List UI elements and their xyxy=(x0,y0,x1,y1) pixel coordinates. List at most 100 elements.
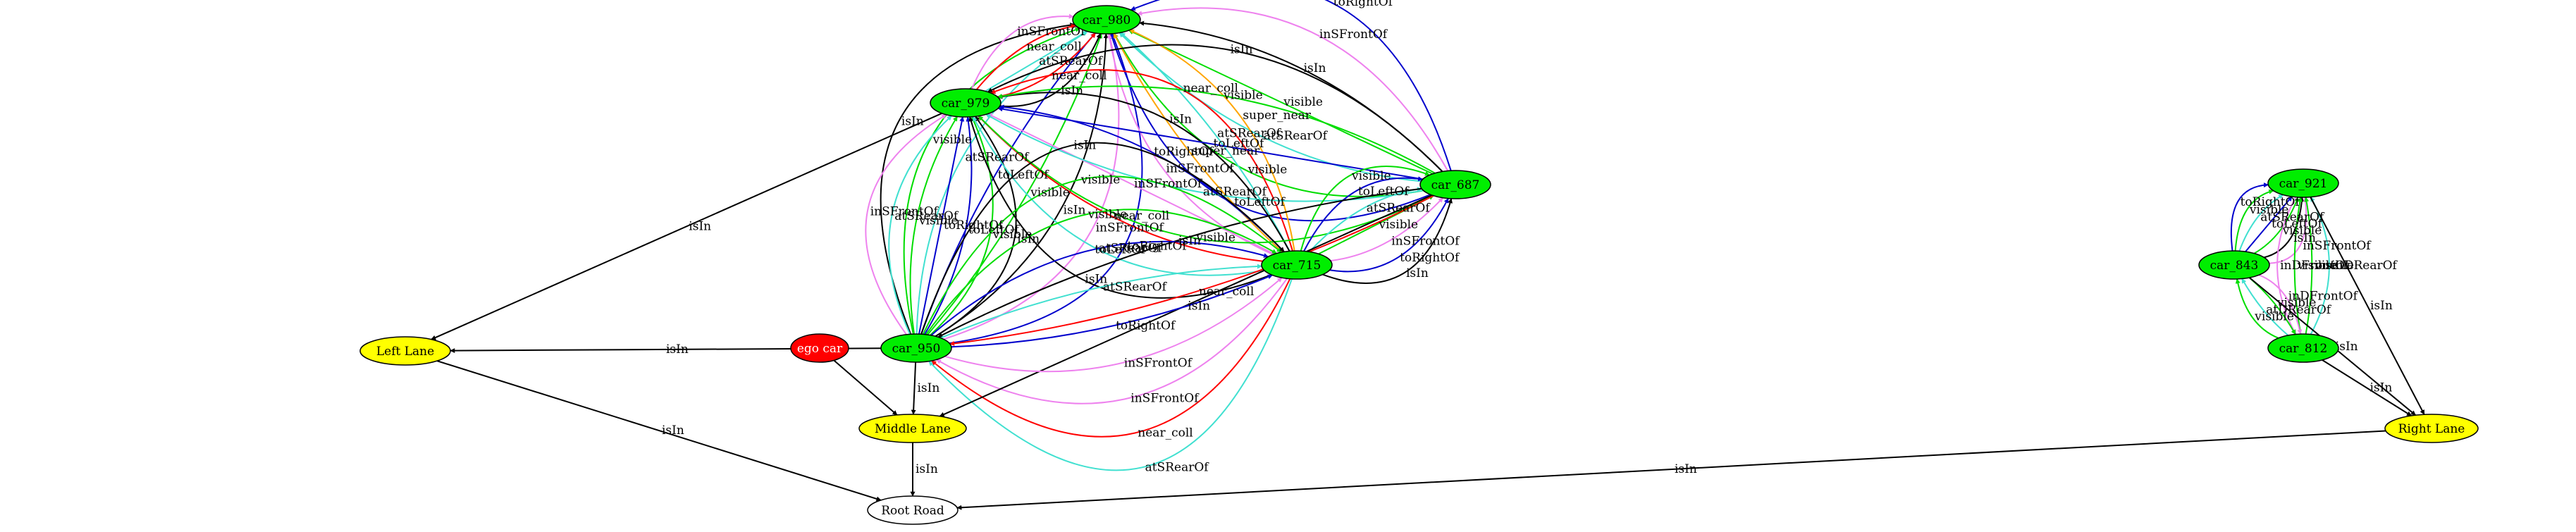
edge-visible-car_687-to-car_980 xyxy=(1128,30,1434,175)
edge-label-isin: isIn xyxy=(1178,234,1201,248)
edge-atsrearof-car_687-to-car_979 xyxy=(985,113,1424,202)
node-car-950: car_950 xyxy=(880,333,952,363)
edge-label-visible: visible xyxy=(2314,259,2354,273)
edge-label-visible: visible xyxy=(932,132,973,147)
edge-label-insfrontof: inSFrontOf xyxy=(1096,221,1165,235)
edge-toleftof-car_715-to-car_687 xyxy=(1303,176,1424,252)
edge-atsrearof-car_950-to-car_979 xyxy=(888,115,952,335)
edge-atsrearof-car_950-to-car_980 xyxy=(916,30,1088,335)
node-car-980: car_980 xyxy=(1072,5,1141,35)
edge-label-insfrontof: inSFrontOf xyxy=(1319,27,1388,42)
edge-isin-car_715-to-car_979 xyxy=(968,116,1272,299)
edge-isin-car_950-to-car_979 xyxy=(935,116,1017,338)
edge-label-isin: isIn xyxy=(2293,231,2316,245)
node-shape xyxy=(359,336,451,366)
edge-visible-car_687-to-car_979 xyxy=(978,115,1434,244)
edge-isin-left_lane-to-root_road xyxy=(436,360,882,502)
edge-insfrontof-car_715-to-car_979 xyxy=(987,113,1275,255)
edge-insfrontof-car_715-to-car_687 xyxy=(1330,197,1444,262)
edge-insfrontof-car_715-to-car_950 xyxy=(936,278,1288,404)
edge-isin-right_lane-to-root_road xyxy=(956,430,2386,510)
edge-label-atsrearof: atSRearOf xyxy=(2260,210,2325,224)
edge-label-super-near: super_near xyxy=(1192,144,1260,159)
edge-isin-car_979-to-left_lane xyxy=(431,112,942,340)
edge-atsrearof-car_843-to-car_921 xyxy=(2238,194,2284,252)
edge-label-toleftof: toLeftOf xyxy=(968,223,1020,237)
edge-label-visible: visible xyxy=(918,214,959,228)
edge-isin-car_979-to-car_980 xyxy=(999,33,1102,108)
node-car-715: car_715 xyxy=(1261,250,1333,280)
node-shape xyxy=(858,414,967,443)
edge-visible-car_950-to-car_715 xyxy=(922,175,1282,335)
edge-label-torightof: toRightOf xyxy=(2241,195,2301,209)
edge-label-insfrontof: inSFrontOf xyxy=(870,205,939,219)
edge-label-visible: visible xyxy=(2249,203,2289,217)
edge-label-isin: isIn xyxy=(1085,272,1107,286)
edge-label-atsrearof: atSRearOf xyxy=(1203,185,1268,199)
edge-near-coll-car_715-to-car_979 xyxy=(990,69,1293,252)
edge-label-isin: isIn xyxy=(2370,299,2393,313)
node-label: car_715 xyxy=(1273,259,1321,273)
edge-label-isin: isIn xyxy=(1188,299,1210,313)
edge-visible-car_950-to-car_715 xyxy=(925,209,1277,335)
edge-label-torightof: toRightOf xyxy=(1400,251,1460,265)
edge-label-near-coll: near_coll xyxy=(1114,209,1169,223)
edge-label-near-coll: near_coll xyxy=(1199,285,1254,299)
edge-label-isin: isIn xyxy=(1017,233,1040,247)
node-shape xyxy=(2198,250,2270,280)
edge-label-visible: visible xyxy=(1247,163,1288,177)
edge-visible-car_950-to-car_979 xyxy=(909,116,959,335)
edge-isin-car_687-to-car_979 xyxy=(987,44,1443,173)
node-shape xyxy=(930,88,1002,118)
edge-near-coll-car_687-to-car_950 xyxy=(949,194,1434,346)
edge-label-near-coll: near_coll xyxy=(1138,426,1193,440)
node-label: car_979 xyxy=(942,97,990,111)
node-car-812: car_812 xyxy=(2267,333,2339,363)
node-label: Right Lane xyxy=(2398,422,2465,436)
edge-label-visible: visible xyxy=(2282,224,2322,238)
node-ego-car: ego car xyxy=(790,333,849,363)
edge-label-toleftof: toLeftOf xyxy=(1234,195,1286,209)
edge-label-visible: visible xyxy=(1030,185,1070,199)
edge-label-isin: isIn xyxy=(1304,61,1326,75)
edge-labels-layer: isInvisibleatSRearOftoLeftOfvisibleisIni… xyxy=(662,0,2398,476)
edge-label-isin: isIn xyxy=(1061,84,1083,98)
edge-visible-car_687-to-car_979 xyxy=(997,85,1436,174)
edge-label-isin: isIn xyxy=(666,342,689,357)
edge-label-atsrearof: atSRearOf xyxy=(1367,202,1431,216)
edge-visible-car_843-to-car_921 xyxy=(2253,197,2299,254)
node-shape xyxy=(2267,333,2339,363)
edge-insfrontof-car_843-to-car_921 xyxy=(2269,197,2308,264)
node-label: car_950 xyxy=(892,342,941,356)
edge-torightof-car_687-to-car_980 xyxy=(1130,0,1452,171)
edge-label-visible: visible xyxy=(1351,169,1391,183)
edge-label-torightof: toRightOf xyxy=(1154,144,1214,159)
node-car-979: car_979 xyxy=(930,88,1002,118)
edges-layer xyxy=(431,0,2425,510)
node-left-lane: Left Lane xyxy=(359,336,451,366)
node-shape xyxy=(1419,170,1491,199)
edge-label-insfrontof: inSFrontOf xyxy=(2303,239,2372,253)
edge-label-visible: visible xyxy=(1223,88,1263,102)
edge-torightof-car_950-to-car_715 xyxy=(951,274,1273,348)
edge-label-visible: visible xyxy=(2297,259,2337,273)
edge-label-torightof: toRightOf xyxy=(1333,0,1394,9)
edge-label-visible: visible xyxy=(1080,173,1121,187)
edge-near-coll-car_715-to-car_950 xyxy=(931,278,1291,438)
node-shape xyxy=(2384,414,2479,443)
node-shape xyxy=(1072,5,1141,35)
edge-label-isin: isIn xyxy=(1064,203,1086,217)
edge-indfrontof-car_843-to-car_812 xyxy=(2258,274,2303,335)
edge-label-toleftof: toLeftOf xyxy=(998,168,1049,183)
edge-label-visible: visible xyxy=(2276,296,2317,310)
edge-label-atsrearof: atSRearOf xyxy=(1264,129,1329,143)
edge-label-atsrearof: atSRearOf xyxy=(1099,242,1164,256)
edge-label-toleftof: toLeftOf xyxy=(1214,137,1265,151)
edge-label-isin: isIn xyxy=(1675,462,1697,476)
node-label: Root Road xyxy=(881,504,944,518)
edge-label-toleftof: toLeftOf xyxy=(1358,185,1410,199)
edge-label-isin: isIn xyxy=(1231,42,1253,56)
edge-label-atsrearof: atSRearOf xyxy=(966,151,1030,165)
